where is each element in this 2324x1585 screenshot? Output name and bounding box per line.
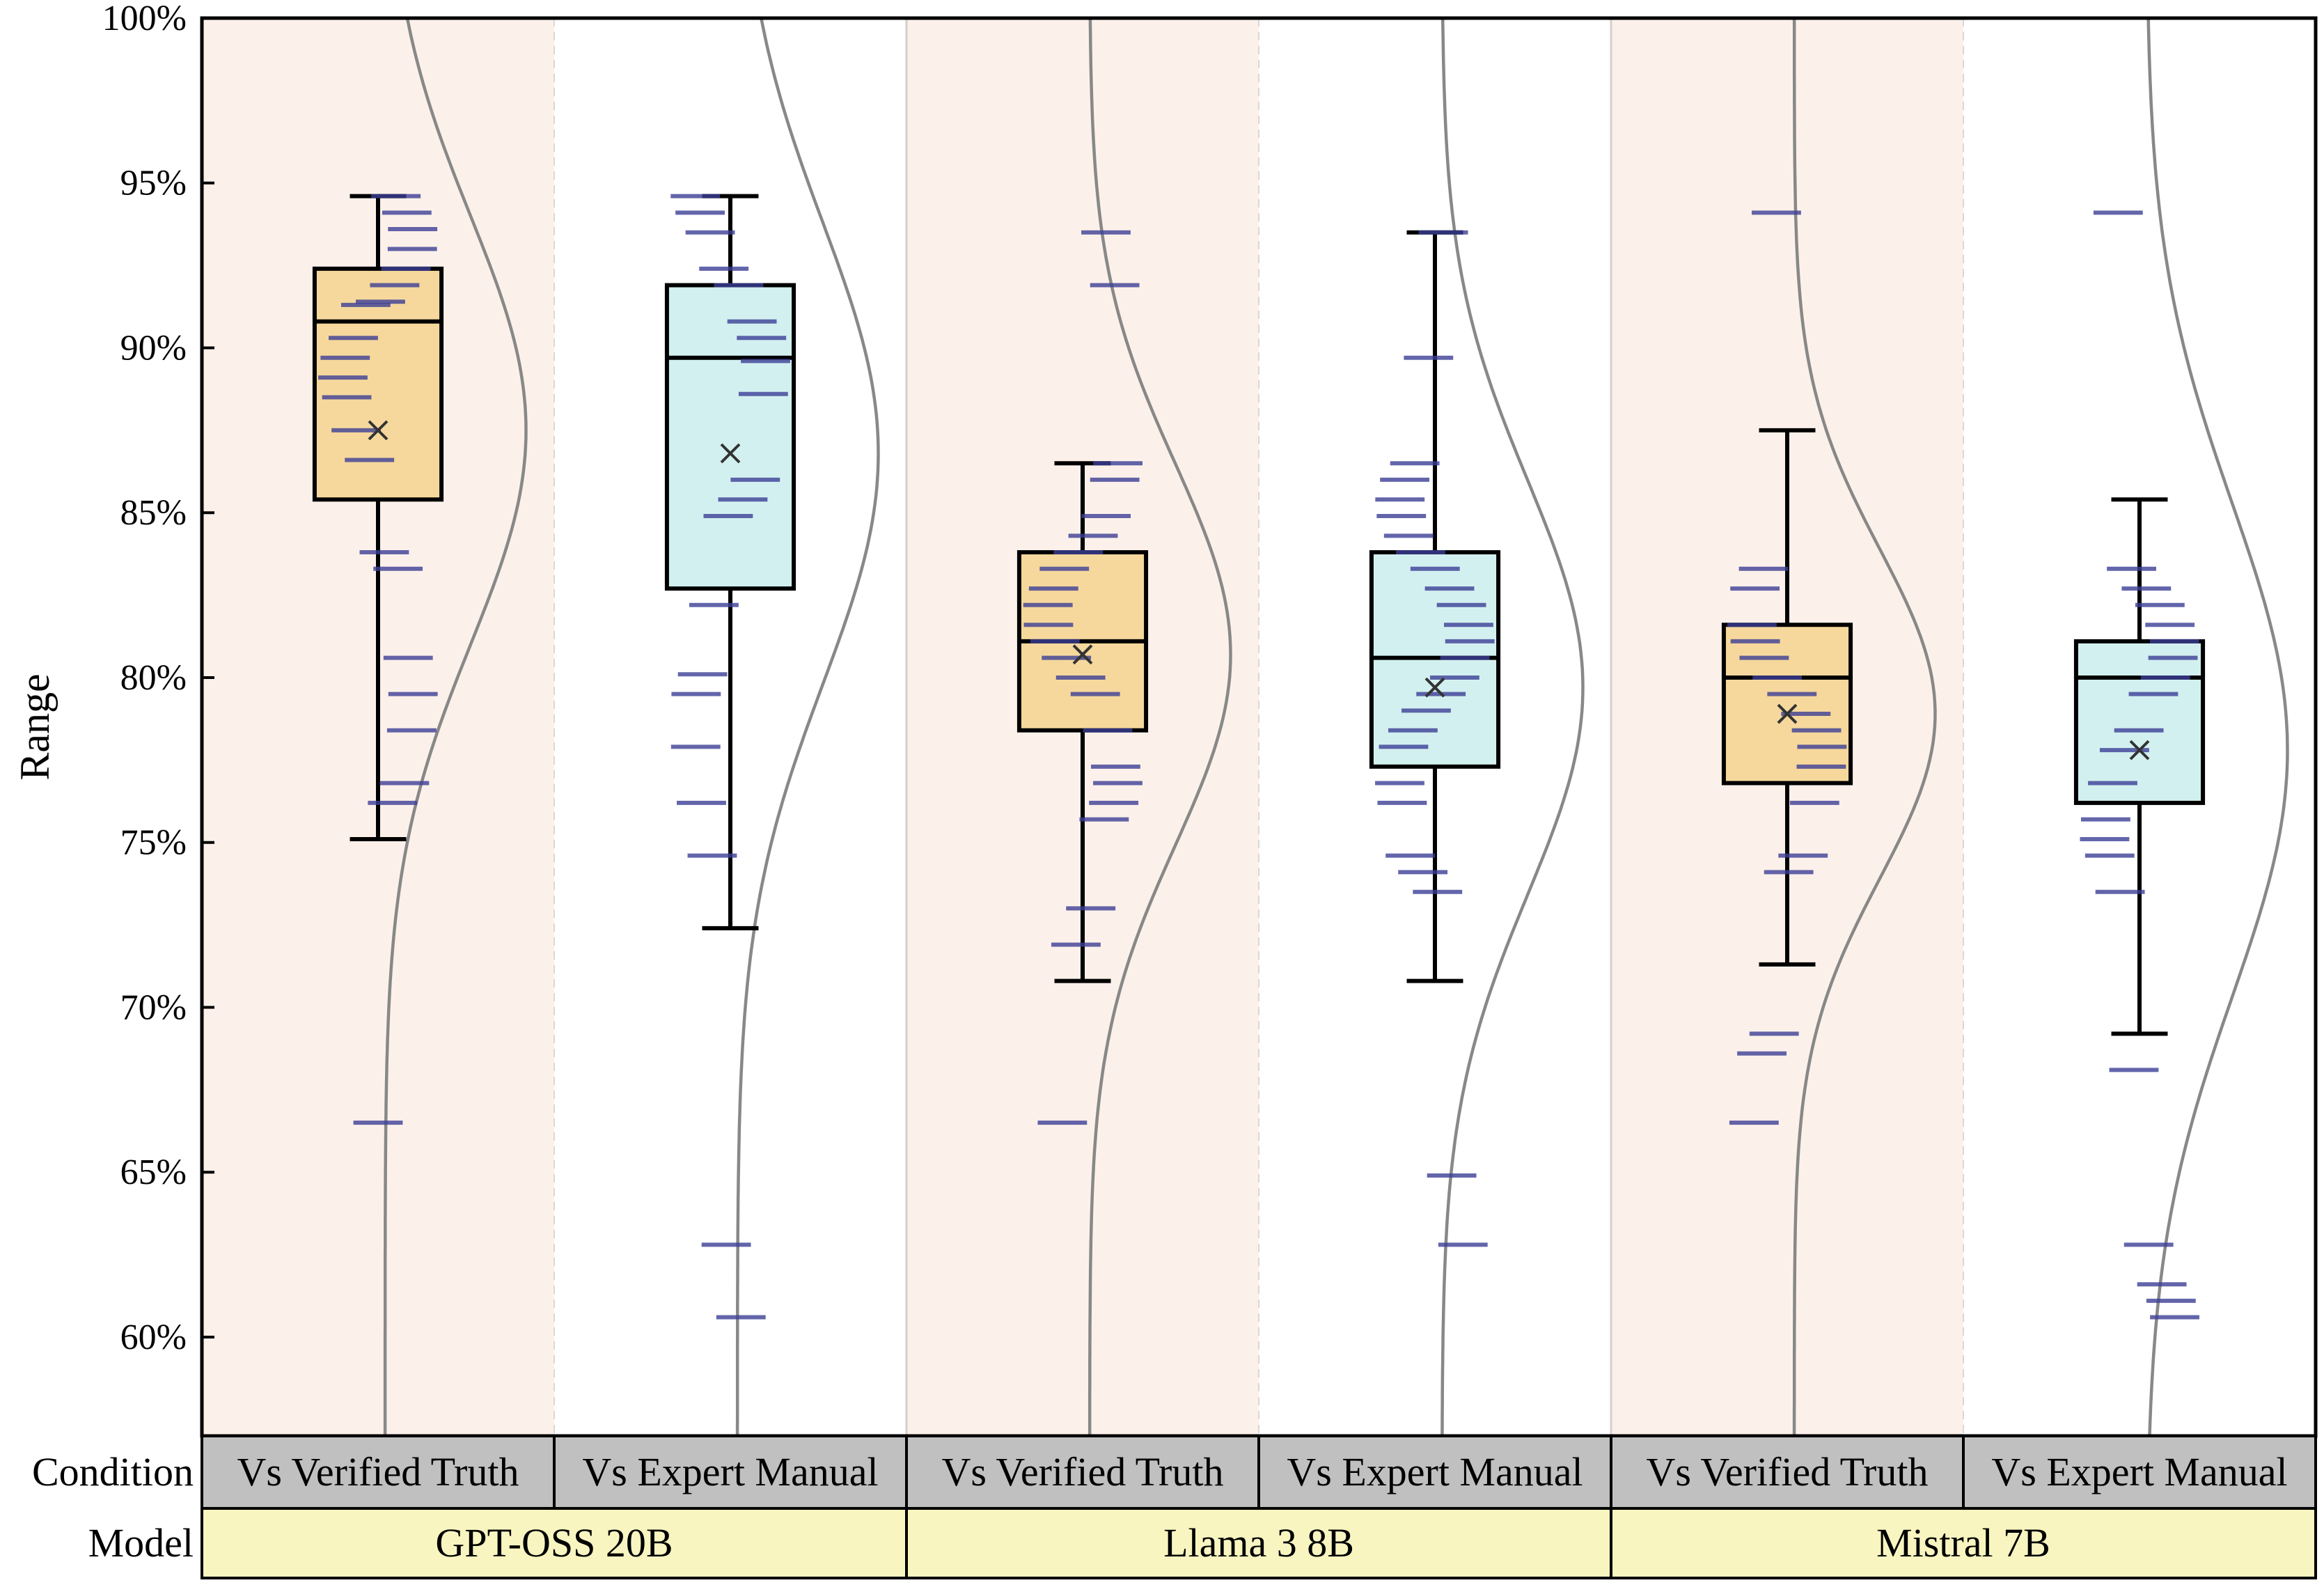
condition-cell-1 xyxy=(553,1435,908,1510)
y-tick-label-1: 65% xyxy=(120,1153,187,1192)
mean-marker-b-2 xyxy=(1072,644,1093,665)
y-axis: 60% 65% 70% 75% 80% 85% 90% 95% 100% xyxy=(102,0,214,1357)
condition-cell-5 xyxy=(1962,1435,2317,1510)
box-1 xyxy=(664,283,796,591)
density-curve-4 xyxy=(1792,18,1937,1436)
model-cell-2 xyxy=(1610,1507,2317,1579)
y-tick-label-2: 70% xyxy=(120,987,187,1027)
category-strips: Vs Verified Truth Vs Expert Manual Vs Veri… xyxy=(201,1435,2317,1579)
condition-label-1: Vs Expert Manual xyxy=(582,1449,878,1494)
condition-label-4: Vs Verified Truth xyxy=(1647,1449,1929,1494)
y-tick-label-4: 80% xyxy=(120,658,187,698)
y-tick-label-5: 85% xyxy=(120,493,187,533)
condition-label-2: Vs Verified Truth xyxy=(942,1449,1224,1494)
y-tick-label-3: 75% xyxy=(120,823,187,863)
density-curve-1 xyxy=(735,18,880,1436)
condition-label-3: Vs Expert Manual xyxy=(1287,1449,1583,1494)
mean-marker-b-1 xyxy=(720,443,741,464)
box-4 xyxy=(1721,623,1853,786)
condition-cell-2 xyxy=(905,1435,1260,1510)
model-label-2: Mistral 7B xyxy=(1876,1520,2050,1566)
density-curve-3 xyxy=(1440,18,1585,1436)
y-axis-title: Range xyxy=(12,673,58,780)
model-cell-1 xyxy=(905,1507,1612,1579)
box-5 xyxy=(2073,639,2206,805)
data-points xyxy=(318,194,2199,1320)
model-label-1: Llama 3 8B xyxy=(1163,1520,1354,1566)
density-curves xyxy=(383,18,2289,1436)
density-curve-2 xyxy=(1088,18,1232,1436)
mean-marker-b-3 xyxy=(1424,677,1445,698)
mean-marker-b-5 xyxy=(2129,740,2150,760)
condition-label-0: Vs Verified Truth xyxy=(237,1449,519,1494)
y-tick-label-7: 95% xyxy=(120,164,187,203)
mean-marker-b-0 xyxy=(368,420,388,441)
density-curve-5 xyxy=(2146,18,2289,1436)
band-dividers xyxy=(553,18,1964,1436)
model-row-label: Model xyxy=(88,1520,194,1566)
density-curve-0 xyxy=(383,18,528,1436)
y-tick-label-6: 90% xyxy=(120,328,187,368)
model-label-0: GPT-OSS 20B xyxy=(435,1520,673,1566)
y-tick-label-0: 60% xyxy=(120,1318,187,1357)
condition-row-label: Condition xyxy=(32,1449,194,1494)
mean-marker-b-4 xyxy=(1777,703,1798,724)
condition-label-5: Vs Expert Manual xyxy=(1991,1449,2287,1494)
y-tick-label-8: 100% xyxy=(102,0,187,38)
